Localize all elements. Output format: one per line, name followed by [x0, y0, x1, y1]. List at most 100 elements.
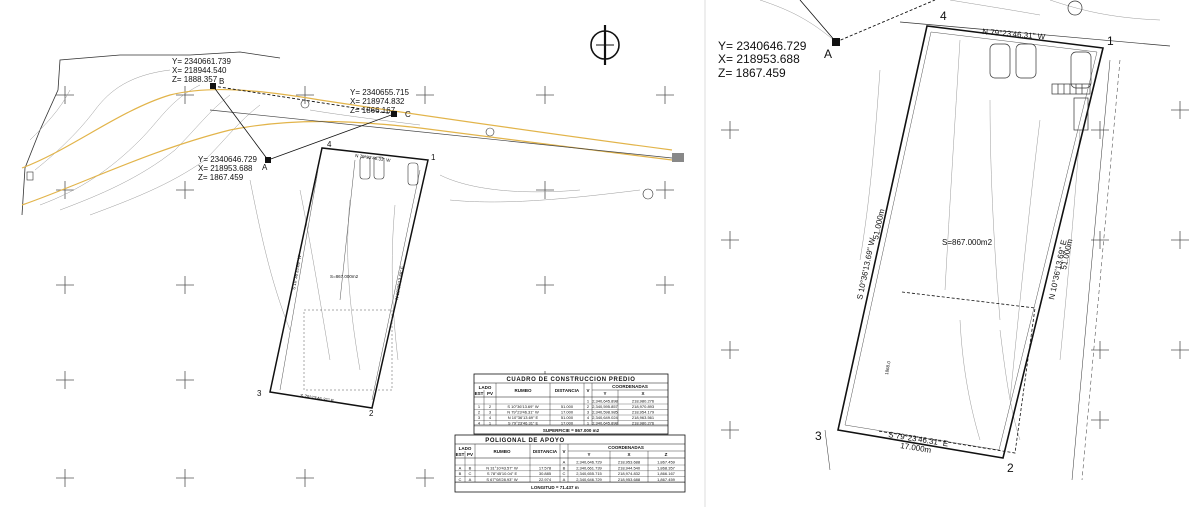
- apoyo-longitud: LONGITUD = 71.437 m: [531, 485, 579, 490]
- table-cell: 17.578: [539, 465, 552, 470]
- vertex-3-label: 3: [257, 389, 262, 398]
- apoyo-col-coordenadas: COORDENADAS: [608, 445, 644, 450]
- table-cell: A: [469, 477, 472, 482]
- street-line-right: [899, 21, 1171, 47]
- right-vertex-1-label: 1: [1107, 34, 1114, 48]
- table-cell: 3: [489, 410, 492, 415]
- table-cell: A: [459, 465, 462, 470]
- table-cell: 218,944.540: [618, 465, 641, 470]
- contour-label-right: 1868.0: [884, 360, 891, 375]
- bearing-top-left: N 79°23'46.31" W: [355, 153, 392, 163]
- side-line-right: [1071, 59, 1111, 481]
- apoyo-col-x: X: [627, 452, 630, 457]
- table-cell: 218,963.561: [632, 415, 655, 420]
- construction-col-v: V: [586, 388, 589, 393]
- dim-side-left-right: 51.000m: [871, 208, 886, 241]
- table-cell: N 31°10'43.57" W: [486, 465, 518, 470]
- marker-icon: [485, 127, 495, 137]
- point-a-y: Y= 2340646.729: [198, 155, 257, 164]
- table-cell: 4: [489, 415, 492, 420]
- bearing-left-left: S 10°36'13.69" W: [291, 254, 302, 290]
- bottom-left-line: [824, 429, 831, 471]
- left-plan: Y= 2340661.739 X= 218944.540 Z= 1888.357…: [21, 51, 684, 418]
- table-cell: 218,954.179: [632, 410, 655, 415]
- apoyo-col-pv: PV: [467, 452, 473, 457]
- marker-icon: [642, 188, 654, 200]
- point-b-x: X= 218944.540: [172, 66, 227, 75]
- point-c-z: Z= 1866.167: [350, 106, 396, 115]
- right-vertex-2-label: 2: [1007, 461, 1014, 475]
- table-cell: 2,340,595.857: [592, 404, 618, 409]
- street-end-block: [672, 153, 684, 162]
- table-cell: 1,868.357: [657, 465, 676, 470]
- table-cell: C: [563, 471, 566, 476]
- point-b-y: Y= 2340661.739: [172, 57, 231, 66]
- construction-col-distancia: DISTANCIA: [555, 388, 580, 393]
- lot-inner-outline: [844, 31, 1098, 451]
- apoyo-col-rumbo: RUMBO: [494, 449, 511, 454]
- lot-inner-lines: [279, 159, 421, 401]
- right-point-a-z: Z= 1867.459: [718, 66, 786, 80]
- table-cell: 2,340,649.024: [592, 415, 618, 420]
- apoyo-col-distancia: DISTANCIA: [533, 449, 558, 454]
- point-a-tag: A: [262, 163, 268, 172]
- right-point-a-y: Y= 2340646.729: [718, 39, 807, 53]
- construction-col-lado: LADO: [479, 385, 492, 390]
- table-cell: S 78°45'10.04" E: [487, 471, 518, 476]
- table-cell: 4: [478, 421, 481, 426]
- right-point-a-tag: A: [824, 47, 832, 61]
- table-cell: 2,340,646.729: [576, 477, 602, 482]
- table-cell: 2: [587, 404, 590, 409]
- point-b-z: Z= 1888.357: [172, 75, 218, 84]
- apoyo-table: POLIGONAL DE APOYO LADO EST PV RUMBO DIS…: [454, 434, 686, 493]
- table-cell: 51.000: [561, 415, 574, 420]
- table-cell: 2,340,645.898: [592, 421, 618, 426]
- table-cell: 1,866.167: [657, 471, 676, 476]
- table-cell: 218,953.688: [618, 477, 641, 482]
- street-line: [209, 109, 673, 159]
- table-cell: B: [459, 471, 462, 476]
- table-cell: 17.000: [561, 421, 574, 426]
- right-vertex-3-label: 3: [815, 429, 822, 443]
- table-cell: 218,980.276: [632, 399, 655, 404]
- support-dashed-right: [835, 0, 936, 43]
- table-cell: 218,953.688: [618, 460, 641, 465]
- grid-crosses: [56, 86, 1189, 487]
- table-cell: 2,340,645.898: [592, 399, 618, 404]
- point-c-y: Y= 2340655.715: [350, 88, 409, 97]
- bearing-bottom-left: S 79°23'46.31" E: [300, 393, 334, 403]
- side-dashed-right: [1081, 59, 1121, 481]
- table-cell: 1: [489, 421, 492, 426]
- table-cell: 218,970.893: [632, 404, 655, 409]
- table-cell: 2,340,655.715: [576, 471, 602, 476]
- table-cell: A: [563, 477, 566, 482]
- table-cell: 1,867.459: [657, 460, 676, 465]
- marker-icon: [300, 99, 310, 109]
- table-cell: 17.000: [561, 410, 574, 415]
- area-label-right: S=867.000m2: [942, 238, 993, 247]
- construction-col-pv: PV: [487, 391, 493, 396]
- table-cell: S 67°08'28.93" W: [486, 477, 518, 482]
- table-cell: 1: [587, 421, 590, 426]
- construction-col-coordenadas: COORDENADAS: [612, 384, 648, 389]
- table-cell: 51.000: [561, 404, 574, 409]
- apoyo-col-lado: LADO: [459, 446, 472, 451]
- construction-col-y: Y: [603, 391, 606, 396]
- point-c-x: X= 218974.832: [350, 97, 405, 106]
- table-cell: 22.974: [539, 477, 552, 482]
- table-cell: N 79°23'46.31" W: [507, 410, 539, 415]
- table-cell: 2: [478, 410, 481, 415]
- construction-col-rumbo: RUMBO: [515, 388, 532, 393]
- right-vertex-4-label: 4: [940, 9, 947, 23]
- apoyo-table-title: POLIGONAL DE APOYO: [485, 438, 564, 444]
- table-cell: 218,974.832: [618, 471, 641, 476]
- table-cell: 1,867.459: [657, 477, 676, 482]
- table-cell: A: [563, 460, 566, 465]
- point-c-tag: C: [405, 110, 411, 119]
- table-cell: 30.885: [539, 471, 552, 476]
- table-cell: S 79°23'46.31" E: [508, 421, 539, 426]
